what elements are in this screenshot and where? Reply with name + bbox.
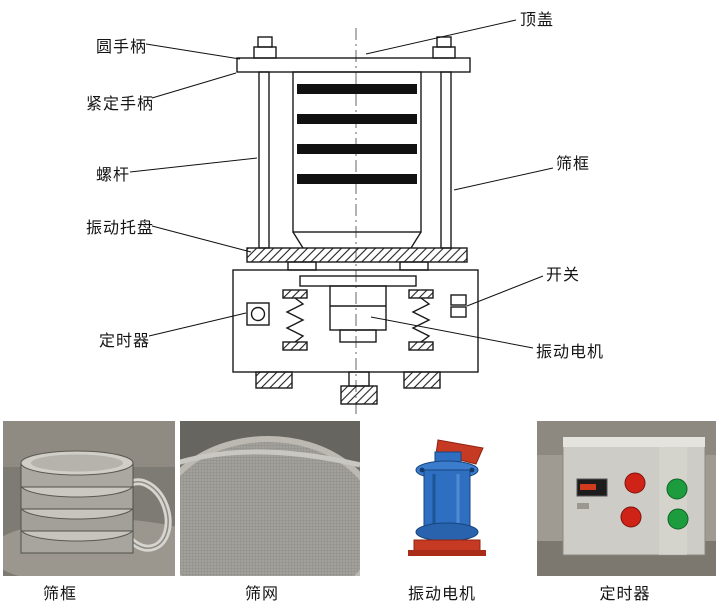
leader-tightening-handle — [151, 72, 237, 99]
vibration-tray — [246, 247, 468, 263]
label-vibration-motor: 振动电机 — [536, 344, 605, 361]
caption-sieve-mesh: 筛网 — [244, 586, 279, 601]
machine-diagram — [129, 19, 554, 414]
photo-sieve-frame — [3, 421, 175, 576]
round-handle-right-icon — [432, 36, 456, 59]
leader-vibration-tray — [151, 225, 252, 253]
caption-vibration-motor: 振动电机 — [407, 586, 476, 601]
motor-icon — [408, 439, 486, 556]
timer-part — [246, 302, 270, 326]
label-timer: 定时器 — [99, 333, 151, 350]
round-handle-left-icon — [253, 36, 277, 59]
leader-round-handle — [145, 43, 241, 60]
photo-vibration-motor — [388, 428, 506, 573]
leader-sieve-frame — [453, 167, 554, 191]
leader-screw-rod — [129, 157, 258, 173]
photo-sieve-mesh — [180, 421, 360, 576]
caption-sieve-frame: 筛框 — [42, 586, 77, 601]
mesh-pan-icon — [180, 436, 360, 576]
label-vibration-tray: 振动托盘 — [86, 220, 155, 237]
red-button-icon — [624, 472, 646, 494]
switch-part — [450, 294, 467, 318]
caption-timer: 定时器 — [599, 586, 651, 601]
top-crossbar — [236, 57, 471, 73]
stacked-sieves-icon — [20, 450, 134, 554]
leader-timer — [148, 312, 247, 337]
spring-right-icon — [408, 289, 434, 351]
leader-switch — [466, 275, 544, 307]
leader-top-cover — [365, 19, 517, 55]
vibration-motor-part — [329, 285, 387, 343]
sieve-layers — [297, 84, 417, 184]
leader-vibration-motor — [370, 316, 534, 349]
screw-rod-right — [440, 71, 452, 249]
leader-lines — [129, 19, 554, 349]
feet — [255, 371, 441, 405]
red-button-icon — [620, 506, 642, 528]
photo-timer — [537, 421, 716, 576]
label-screw-rod: 螺杆 — [96, 167, 131, 184]
label-round-handle: 圆手柄 — [96, 39, 148, 56]
screw-rod-left — [258, 71, 270, 249]
label-top-cover: 顶盖 — [520, 12, 555, 29]
label-switch: 开关 — [546, 267, 581, 284]
spring-left-icon — [282, 289, 308, 351]
green-button-icon — [667, 508, 689, 530]
control-box-icon — [562, 436, 706, 556]
label-sieve-frame: 筛框 — [556, 156, 591, 173]
green-button-icon — [666, 478, 688, 500]
label-tightening-handle: 紧定手柄 — [86, 96, 155, 113]
sieve-stack — [292, 71, 422, 233]
